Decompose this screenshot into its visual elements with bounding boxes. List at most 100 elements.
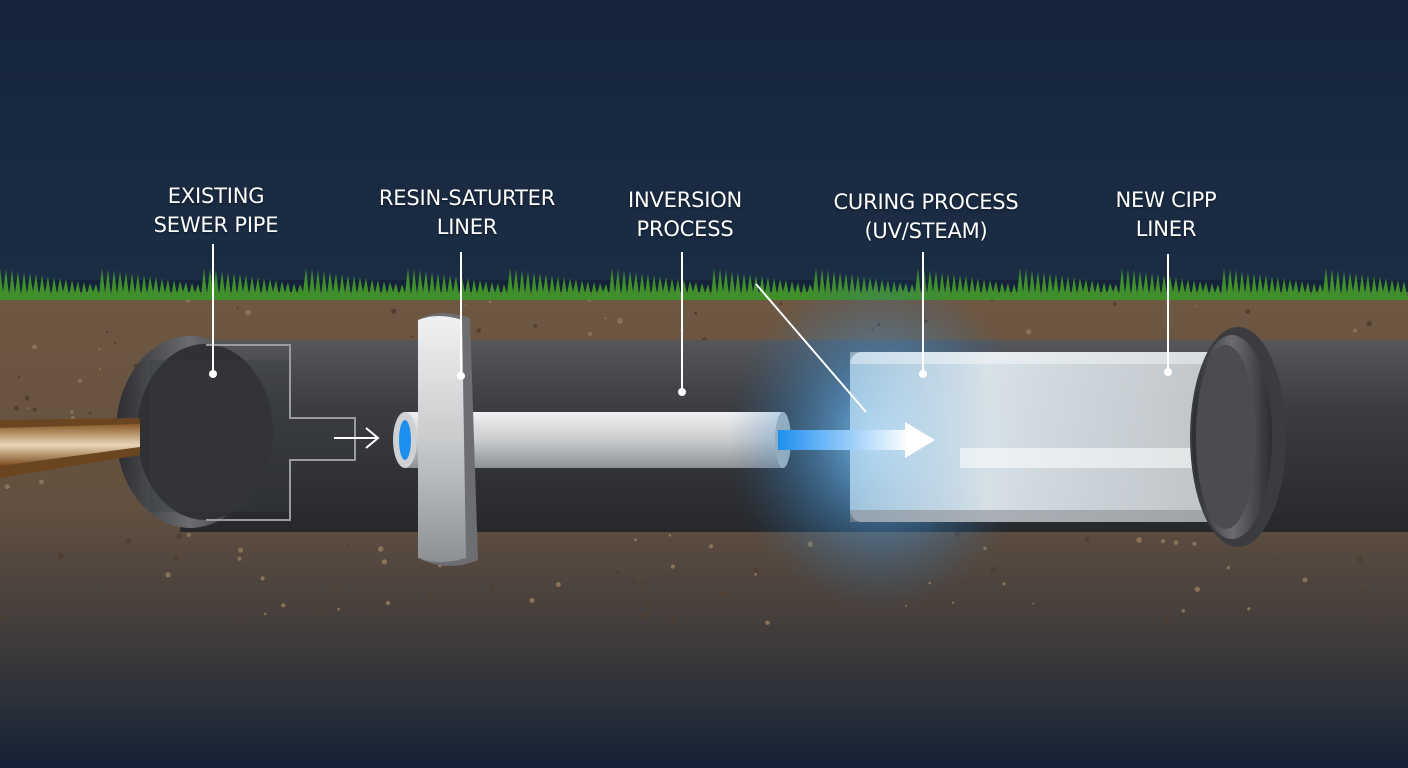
soil-pebble [668,533,672,537]
soil-pebble [26,407,29,410]
resin-liner-collar [418,313,478,566]
soil-pebble [1026,329,1032,335]
leader-dots [209,368,1172,396]
soil-pebble [381,611,385,615]
soil-pebble [391,308,397,314]
soil-pebble [71,416,75,420]
soil-pebble [32,344,37,350]
soil-pebble [99,368,102,371]
soil-pebble [176,533,182,540]
direction-arrow [334,427,380,449]
soil-pebble [337,607,340,611]
label-line: PROCESS [636,217,734,241]
soil-pebble [1002,582,1006,586]
soil-pebble [70,410,74,414]
soil-pebble [765,620,770,625]
label-curing-process: CURING PROCESS (UV/STEAM) [833,188,1018,246]
soil-pebble [1374,619,1378,622]
soil-pebble [334,586,338,590]
label-resin-saturated-liner: RESIN-SATURTER LINER [379,184,555,242]
soil-pebble [39,479,44,485]
soil-pebble [640,581,645,587]
new-liner-flange [1190,327,1286,547]
soil-pebble [742,606,745,609]
soil-pebble [186,532,191,538]
soil-pebble [1112,302,1117,306]
leader-lines [212,244,1169,413]
soil-pebble [1336,544,1339,547]
soil-pebble [464,304,467,306]
soil-pebble [381,559,387,565]
soil-pebble [990,566,997,573]
soil-pebble [236,307,239,310]
soil-pebble [32,407,37,412]
soil-pebble [631,579,636,583]
soil-pebble [604,317,607,320]
soil-pebble [476,328,482,333]
soil-pebble [1275,559,1278,562]
soil-pebble [720,591,726,598]
soil-pebble [98,348,101,351]
label-inversion-process: INVERSION PROCESS [628,186,742,244]
soil-pebble [1194,586,1200,592]
soil-pebble [238,547,244,553]
soil-pebble [670,616,676,622]
soil-pebble [1361,589,1365,593]
soil-pebble [617,318,623,324]
soil-pebble [113,342,117,345]
soil-pebble [1247,607,1251,611]
label-line: EXISTING [167,184,265,208]
soil-pebble [411,335,414,338]
soil-pebble [1084,536,1090,542]
soil-pebble [3,616,8,622]
soil-pebble [1226,566,1230,570]
soil-pebble [378,546,384,552]
soil-pebble [237,556,242,561]
soil-pebble [779,302,783,306]
label-line: INVERSION [627,188,743,212]
soil-pebble [24,396,30,401]
soil-pebble [413,624,416,627]
label-line: SEWER PIPE [153,213,279,237]
soil-pebble [245,309,252,316]
soil-pebble [603,598,606,601]
soil-pebble [1366,320,1372,326]
soil-pebble [427,593,433,598]
soil-pebble [753,567,759,573]
soil-pebble [1173,540,1179,545]
soil-pebble [556,582,561,587]
soil-pebble [490,584,496,589]
label-line: RESIN-SATURTER [378,186,556,210]
soil-pebble [694,311,697,315]
sky-background [0,0,1408,280]
soil-pebble [14,406,19,411]
soil-pebble [57,552,64,559]
leader-inversion-diagonal [755,283,867,413]
soil-pebble [1279,543,1282,546]
soil-pebble [709,544,714,549]
label-line: CURING PROCESS [833,190,1019,214]
soil-pebble [17,375,20,379]
label-line: LINER [1135,217,1197,241]
soil-pebble [1353,328,1358,333]
soil-pebble [78,378,82,383]
soil-pebble [260,576,265,581]
new-liner-body [850,352,1245,522]
soil-pebble [1357,556,1363,563]
soil-pebble [88,412,92,415]
soil-pebble [1192,541,1197,546]
soil-pebble [754,573,757,576]
soil-pebble [1195,305,1198,308]
soil-pebble [107,585,110,588]
soil-pebble [588,331,593,336]
soil-pebble [529,597,535,603]
soil-pebble [125,538,131,544]
label-line: LINER [436,215,498,239]
soil-pebble [616,570,620,575]
pipe-blockage-rope [0,418,140,478]
soil-pebble [346,544,349,546]
soil-pebble [165,572,171,578]
soil-pebble [374,610,377,613]
inversion-flow-arrow [778,422,935,458]
soil-pebble [1245,309,1251,314]
